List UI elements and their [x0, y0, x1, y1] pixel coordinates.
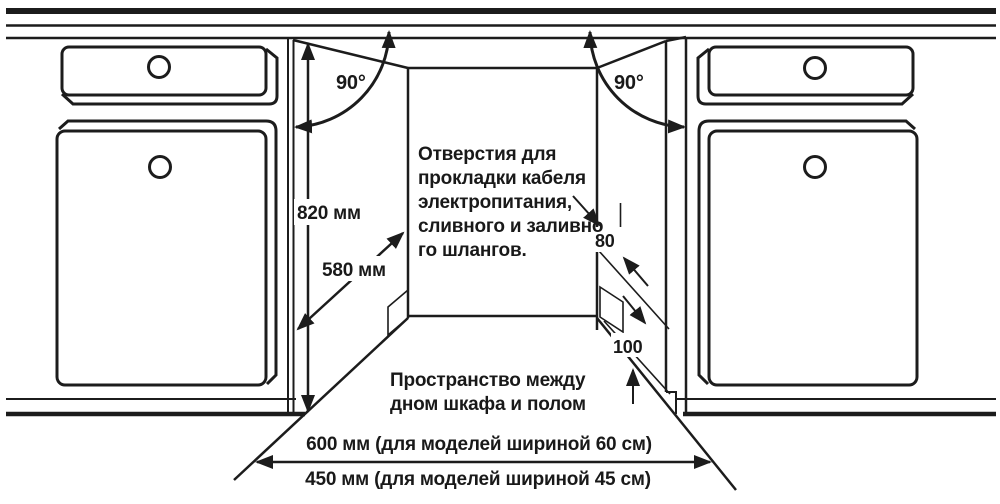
left-drawer-front — [60, 45, 268, 97]
right-drawer-front — [707, 45, 915, 97]
hole-offset-label: 80 — [595, 231, 615, 251]
holes-note-line1: Отверстия для — [418, 144, 556, 165]
left-cabinet — [55, 45, 279, 387]
holes-note-pointer-arrow — [572, 195, 601, 227]
left-drawer-edge — [60, 47, 279, 106]
niche-right-wall-top — [596, 39, 667, 70]
niche-floor-edge-left — [233, 317, 409, 481]
hole-offset-mask — [593, 227, 623, 252]
hole-bottom-construction-line — [603, 320, 671, 395]
left-drawer-knob — [147, 55, 171, 79]
floor-gap-note: Пространство между дном шкафа и полом — [390, 370, 586, 415]
right-drawer-edge — [696, 47, 915, 106]
right-wall-hole — [599, 285, 624, 334]
hole-top-construction-line — [598, 250, 670, 330]
countertop — [6, 8, 996, 40]
left-angle-label: 90° — [336, 72, 366, 94]
hole-floor-arrow — [622, 295, 647, 325]
left-door-edge — [58, 119, 278, 386]
hose-holes — [387, 285, 624, 337]
hole-floor-mask — [611, 333, 656, 357]
width-600-label: 600 мм (для моделей шириной 60 см) — [306, 434, 652, 455]
width-450-label: 450 мм (для моделей шириной 45 см) — [305, 469, 651, 490]
left-door-knob — [148, 155, 172, 179]
height-label-mask — [294, 199, 364, 225]
height-label: 820 мм — [297, 203, 361, 224]
left-door-front — [55, 129, 268, 387]
depth-label: 580 мм — [322, 260, 386, 281]
floor-note-line2: дном шкафа и полом — [390, 394, 586, 415]
right-drawer-knob — [803, 56, 827, 80]
right-swing-arc — [583, 30, 686, 134]
holes-note: Отверстия для прокладки кабеля электропи… — [418, 144, 603, 261]
right-cabinet — [696, 45, 919, 387]
right-angle-label: 90° — [614, 72, 644, 94]
holes-note-line5: го шлангов. — [418, 240, 527, 261]
depth-label-mask — [320, 256, 388, 281]
holes-note-line2: прокладки кабеля — [418, 168, 586, 189]
floor — [6, 398, 996, 417]
floor-note-line1: Пространство между — [390, 370, 586, 391]
right-door-front — [707, 129, 919, 387]
depth-dimension: 580 мм — [296, 231, 405, 331]
holes-note-line4: сливного и заливно — [418, 216, 603, 237]
height-dimension: 820 мм — [294, 42, 364, 413]
right-door-edge — [697, 119, 916, 386]
niche — [233, 35, 737, 491]
niche-left-wall-top — [292, 38, 409, 70]
hole-offset-arrow — [622, 256, 649, 287]
door-swing-arcs: 90° 90° — [294, 30, 686, 134]
wall-hole-dimensions: 80 100 — [593, 203, 671, 404]
holes-note-line3: электропитания, — [418, 192, 572, 213]
right-door-knob — [803, 155, 827, 179]
niche-right-plinth-notch — [666, 391, 677, 414]
hole-floor-label: 100 — [613, 337, 643, 357]
width-dimension: 600 мм (для моделей шириной 60 см) 450 м… — [255, 434, 712, 490]
